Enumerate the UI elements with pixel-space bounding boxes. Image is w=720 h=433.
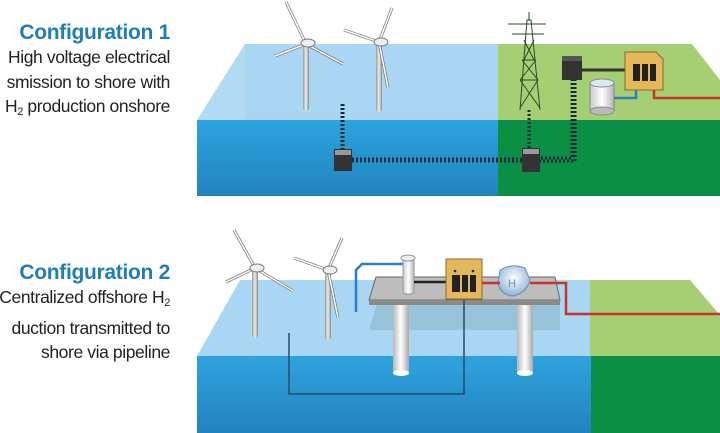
h2-prefix: H [4, 96, 18, 116]
configuration-2-label: Configuration 2 Centralized offshore H2 … [0, 260, 170, 365]
h2-prefix: Centralized offshore H [0, 287, 165, 307]
configuration-1-title: Configuration 1 [19, 21, 170, 44]
land-surface [590, 280, 720, 356]
water-pipe [614, 88, 638, 100]
electrolyzer-icon [445, 258, 483, 300]
configuration-1-label: Configuration 1 High voltage electrical … [5, 20, 170, 125]
wind-turbine-icon [274, 1, 344, 111]
configuration-1-desc-line-3: H2 production onshore [5, 94, 170, 125]
substation-icon [334, 149, 352, 171]
hv-cable [340, 80, 577, 163]
water-pipe [354, 262, 410, 312]
compressor-icon: H [497, 265, 531, 297]
configuration-1-desc-line-1: High voltage electrical [8, 47, 170, 67]
configuration-2-desc-line-3: shore via pipeline [41, 342, 170, 362]
wind-turbine-icon [293, 237, 344, 340]
configuration-2-title: Configuration 2 [19, 261, 170, 284]
platform-pillar [517, 305, 533, 376]
water-tank-icon [589, 78, 615, 116]
converter-icon [562, 56, 582, 80]
configuration-1-desc-line-2: smission to shore with [6, 71, 171, 92]
configuration-1-scene [197, 1, 720, 196]
substation-icon [522, 148, 540, 172]
configuration-2-scene: H [197, 229, 720, 433]
wind-turbine-icon [343, 7, 394, 112]
hydrogen-pipeline [530, 281, 720, 316]
hydrogen-pipe [652, 90, 720, 100]
configuration-2-desc-line-1: Centralized offshore H2 [0, 285, 170, 316]
wind-turbine-icon [225, 229, 294, 338]
h2-rest: production onshore [22, 96, 170, 116]
h2-subscript: 2 [164, 297, 170, 309]
desalination-icon [400, 254, 416, 295]
electrolyzer-icon [624, 51, 664, 91]
transmission-tower-icon [508, 12, 546, 111]
h2-subscript: 2 [17, 106, 23, 118]
sea-surface [197, 44, 498, 120]
platform-pillar [393, 305, 409, 376]
configuration-2-desc-line-2: duction transmitted to [11, 317, 170, 338]
svg-text:H: H [508, 278, 516, 290]
subsea-power-cable [288, 300, 465, 395]
land-cross-section [591, 356, 720, 433]
